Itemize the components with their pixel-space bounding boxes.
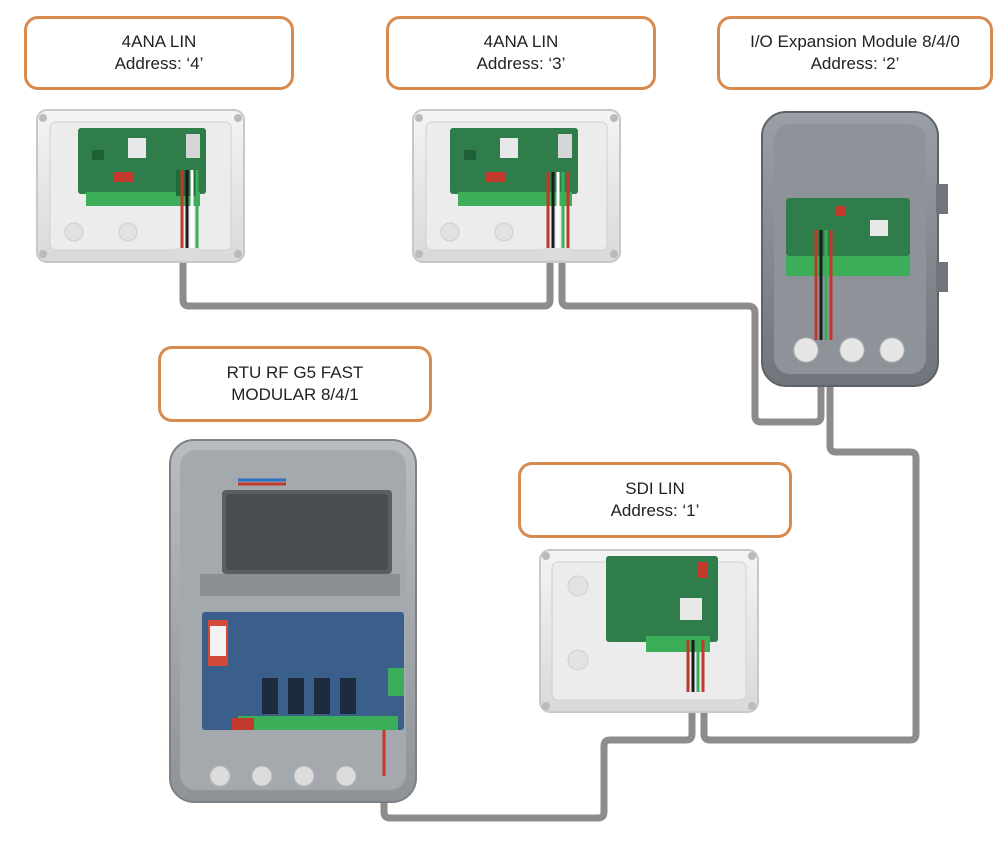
label-io-title: I/O Expansion Module 8/4/0 <box>750 32 960 51</box>
label-io-address: Address: ‘2’ <box>810 54 900 73</box>
label-4ana-4-address: Address: ‘4’ <box>114 54 204 73</box>
cable-4ana4-to-4ana3 <box>179 254 554 310</box>
label-sdi-address: Address: ‘1’ <box>610 501 700 520</box>
pcb <box>786 198 910 256</box>
label-4ana-3-address: Address: ‘3’ <box>476 54 566 73</box>
label-rtu-rf-g5: RTU RF G5 FAST MODULAR 8/4/1 <box>158 346 432 422</box>
label-sdi-lin: SDI LIN Address: ‘1’ <box>518 462 792 538</box>
cable-4ana3-to-io <box>558 254 825 426</box>
device-io-expansion-module <box>761 111 948 387</box>
device-4ana-lin-4 <box>36 109 245 263</box>
device-sdi-lin <box>539 549 759 713</box>
device-4ana-lin-3 <box>412 109 621 263</box>
terminal-block <box>86 192 200 206</box>
label-4ana-4-title: 4ANA LIN <box>121 32 197 51</box>
pcb <box>606 556 718 642</box>
label-rtu-line2: MODULAR 8/4/1 <box>231 385 359 404</box>
label-sdi-title: SDI LIN <box>625 479 685 498</box>
terminal-block <box>458 192 572 206</box>
label-io-expansion-module: I/O Expansion Module 8/4/0 Address: ‘2’ <box>717 16 993 90</box>
pcb <box>450 128 578 194</box>
lin-bus-cables <box>179 254 920 822</box>
label-rtu-line1: RTU RF G5 FAST <box>226 363 364 382</box>
label-4ana-address-4: 4ANA LIN Address: ‘4’ <box>24 16 294 90</box>
device-rtu-rf-g5-fast <box>169 439 417 803</box>
pcb <box>78 128 206 194</box>
label-4ana-address-3: 4ANA LIN Address: ‘3’ <box>386 16 656 90</box>
terminal-block <box>238 716 398 730</box>
cable-sdi-to-rtu <box>380 686 696 822</box>
label-4ana-3-title: 4ANA LIN <box>483 32 559 51</box>
terminal-block <box>646 636 710 652</box>
terminal-block <box>786 256 910 276</box>
cable-io-to-sdi <box>700 334 920 744</box>
